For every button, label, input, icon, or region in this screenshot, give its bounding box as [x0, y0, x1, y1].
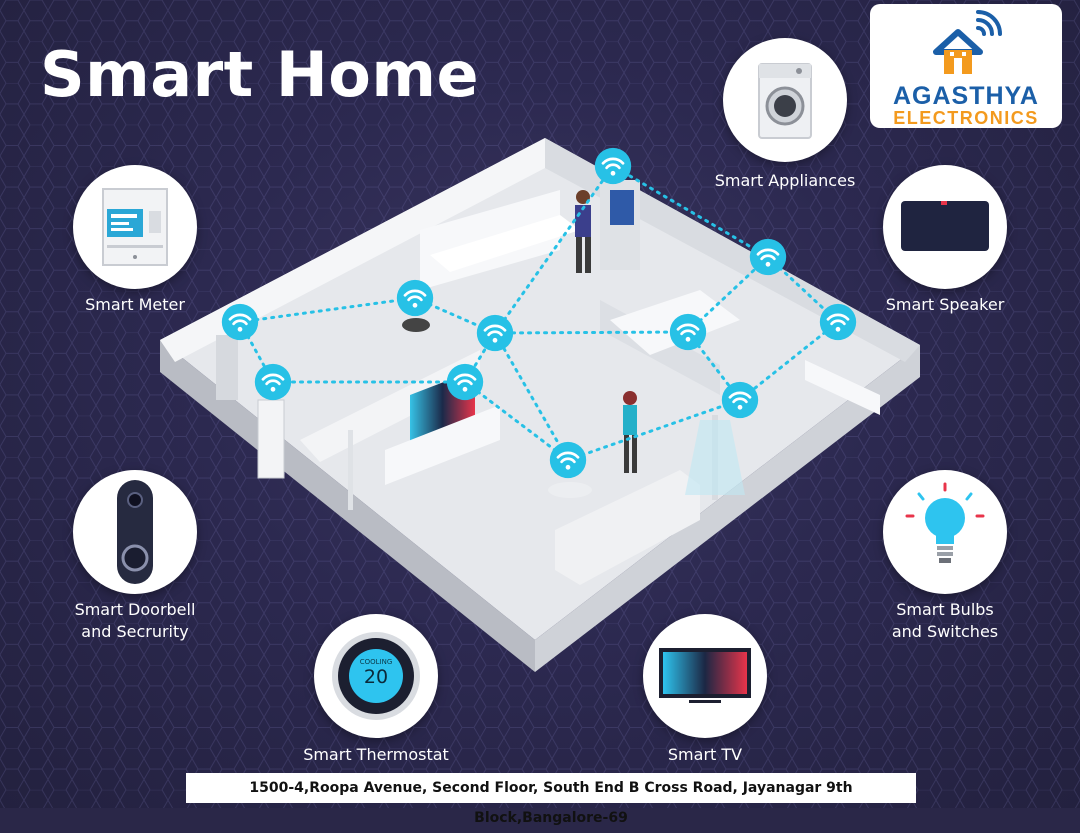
- light-bulb-icon: [905, 482, 985, 563]
- thermostat-mode: COOLING: [359, 658, 393, 666]
- thermostat-temperature: 20: [363, 666, 389, 688]
- address-bar: 1500-4,Roopa Avenue, Second Floor, South…: [186, 773, 916, 826]
- smart-meter-icon: [102, 188, 168, 266]
- smart-tv-circle: [643, 614, 767, 738]
- smart-speaker-label: Smart Speaker: [885, 295, 1005, 314]
- smart-tv-label: Smart TV: [667, 745, 743, 764]
- isometric-house: [160, 138, 920, 672]
- smart-meter-circle: [73, 165, 197, 289]
- smart-bulbs-circle: [883, 470, 1007, 594]
- brand-logo: AGASTHYA ELECTRONICS: [870, 4, 1062, 128]
- smart-bulbs-label-line2: and Switches: [891, 622, 999, 641]
- smart-thermostat-label: Smart Thermostat: [303, 745, 449, 764]
- page-title: Smart Home: [40, 38, 480, 111]
- smart-appliances-label: Smart Appliances: [714, 171, 856, 190]
- house-wifi-icon: [933, 10, 1002, 74]
- doorbell-icon: [117, 480, 153, 584]
- washing-machine-icon: [758, 63, 812, 139]
- thermostat-icon: [332, 632, 420, 720]
- smart-bulbs-label: Smart Bulbs and Switches: [845, 599, 1045, 643]
- smart-doorbell-label: Smart Doorbell and Secrurity: [35, 599, 235, 643]
- tv-icon: [659, 648, 751, 703]
- smart-meter-label: Smart Meter: [85, 295, 185, 314]
- smart-speaker-circle: [883, 165, 1007, 289]
- smart-doorbell-circle: [73, 470, 197, 594]
- brand-name-line2: ELECTRONICS: [893, 108, 1039, 128]
- brand-name-line1: AGASTHYA: [893, 82, 1039, 110]
- smart-thermostat-circle: COOLING 20: [314, 614, 438, 738]
- smart-doorbell-label-line2: and Secrurity: [81, 622, 189, 641]
- smart-bulbs-label-line1: Smart Bulbs: [896, 600, 994, 619]
- smart-doorbell-label-line1: Smart Doorbell: [74, 600, 196, 619]
- smart-speaker-icon: [901, 201, 989, 251]
- smart-appliances-circle: [723, 38, 847, 162]
